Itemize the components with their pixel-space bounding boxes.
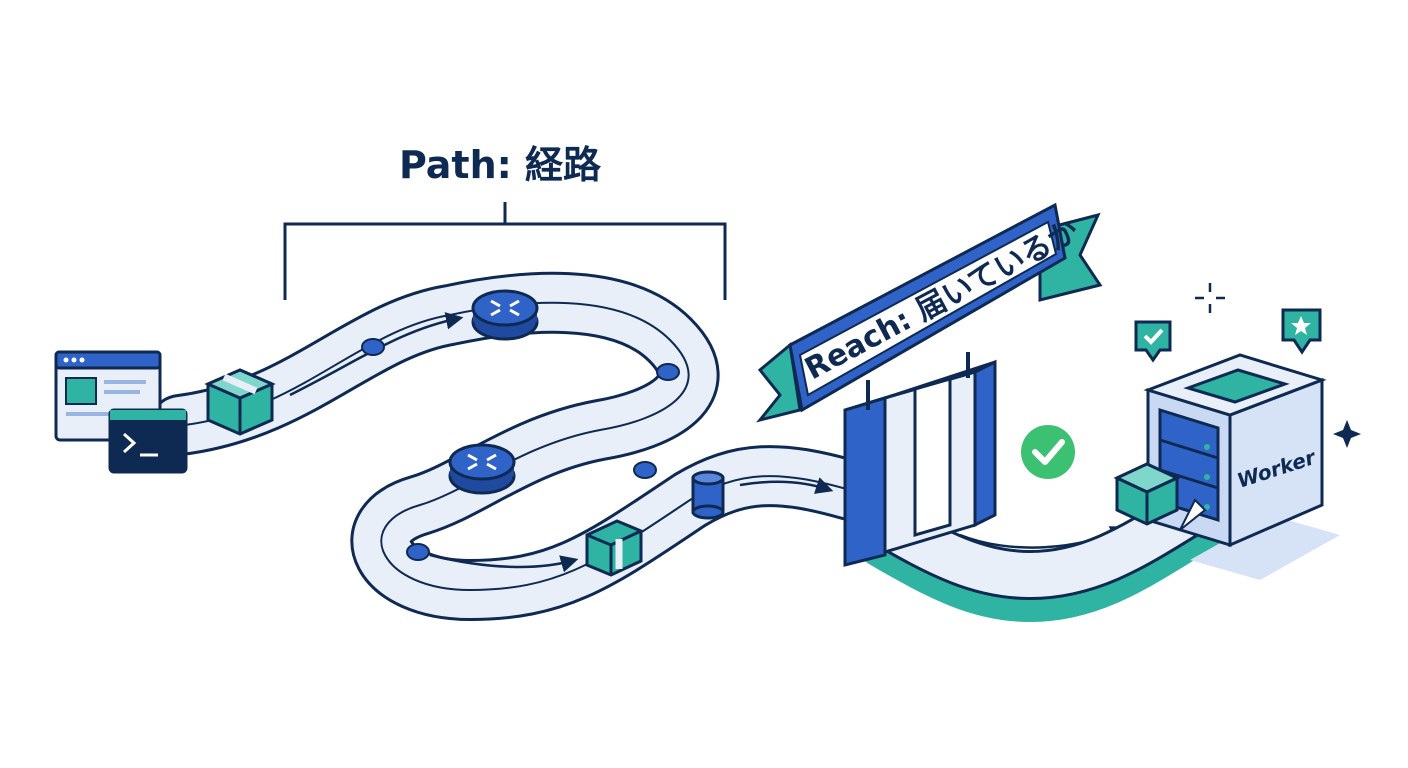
sparkle-icon — [1333, 420, 1361, 448]
package-icon — [585, 519, 643, 577]
terminal-icon — [108, 408, 188, 474]
package-icon — [204, 368, 276, 436]
reach-gate — [843, 352, 997, 567]
flow-arrow-2 — [429, 553, 579, 573]
success-check-icon — [1021, 425, 1075, 479]
delivery-arrow — [1179, 498, 1207, 531]
flow-arrow-3 — [739, 477, 834, 494]
worker-server-icon — [1143, 353, 1340, 580]
star-badge-icon — [1281, 308, 1322, 355]
router-icon — [448, 443, 516, 495]
delivery-road — [855, 475, 1235, 623]
package-icon — [1113, 462, 1181, 526]
waypoint-dot — [633, 461, 657, 479]
waypoint-dot — [406, 543, 430, 561]
waypoint-dot — [656, 363, 680, 381]
waypoints — [361, 338, 680, 561]
path-title: Path: 経路 — [399, 143, 602, 187]
router-icon — [471, 289, 539, 341]
sparkle-icon — [1195, 283, 1225, 313]
path-bracket — [283, 202, 727, 300]
check-badge-icon — [1134, 320, 1172, 363]
database-icon — [691, 470, 725, 520]
network-road — [149, 271, 881, 621]
waypoint-dot — [361, 338, 385, 356]
